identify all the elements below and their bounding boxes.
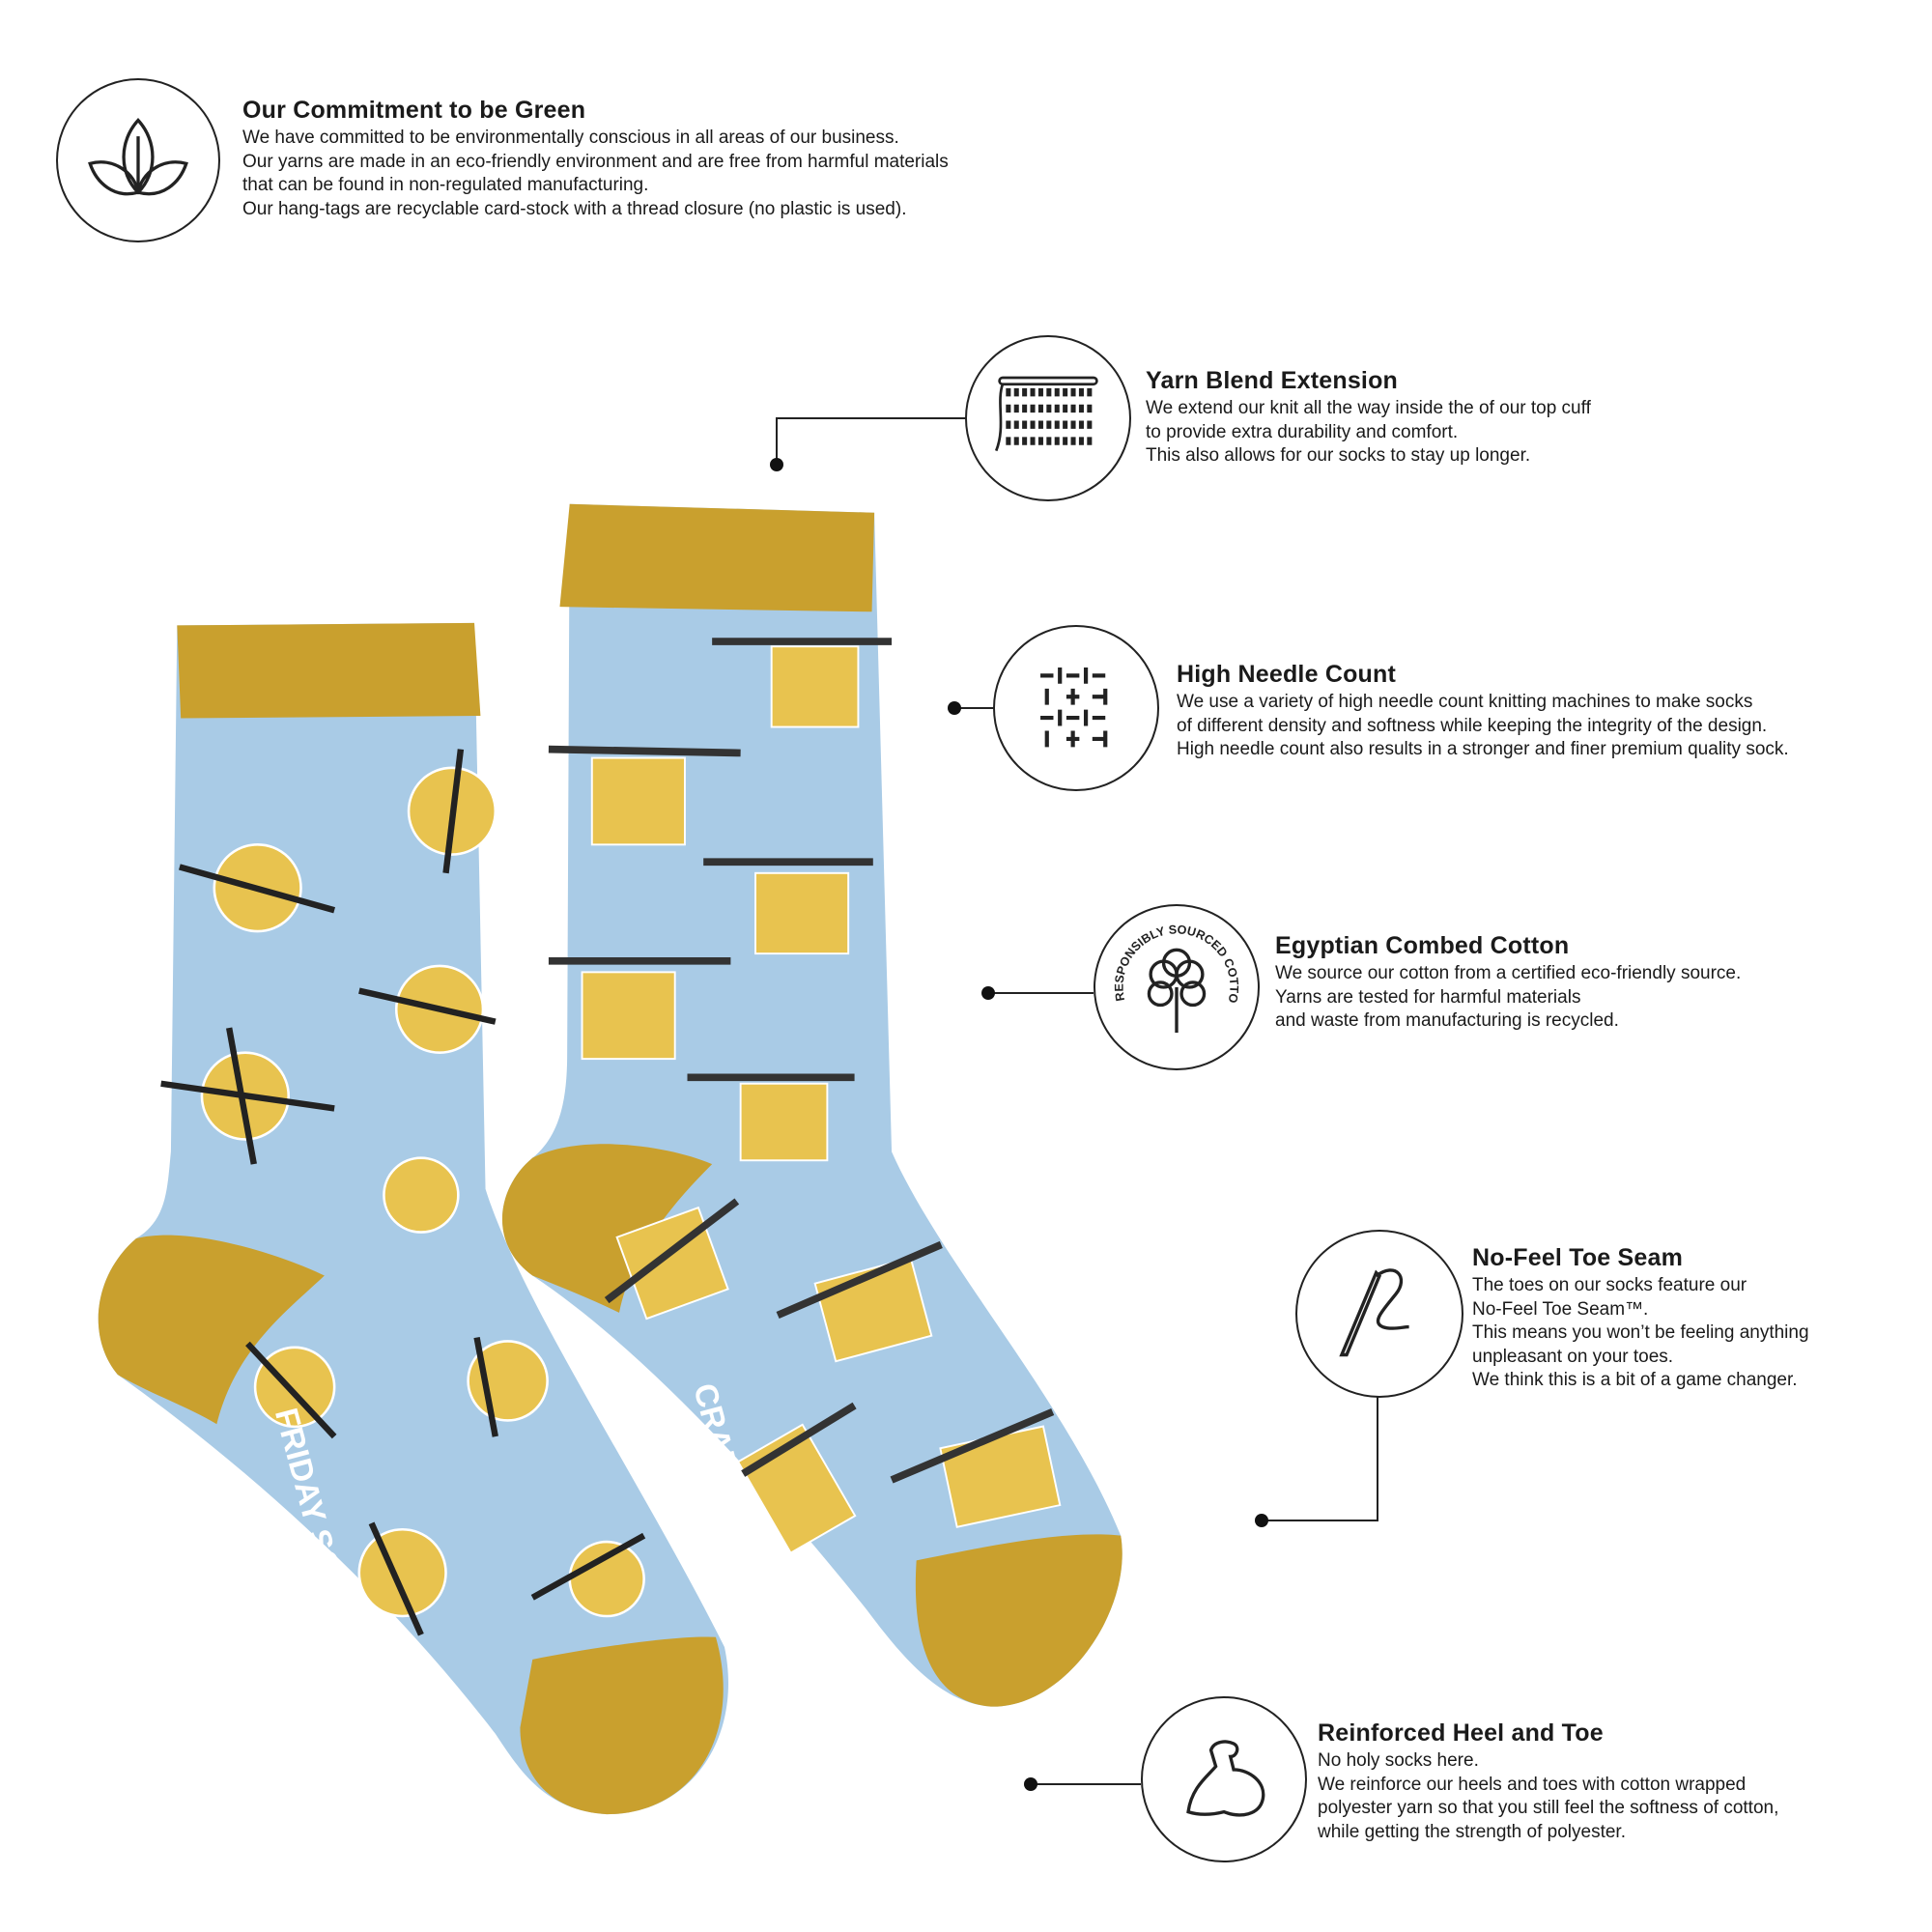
feature-line: and waste from manufacturing is recycled… bbox=[1275, 1010, 1619, 1031]
green-icon-circle bbox=[56, 78, 220, 242]
green-line: We have committed to be environmentally … bbox=[242, 128, 899, 148]
feature-title: High Needle Count bbox=[1177, 661, 1397, 688]
green-commitment: Our Commitment to be Green We have commi… bbox=[242, 97, 949, 221]
feature-line: while getting the strength of polyester. bbox=[1318, 1821, 1626, 1842]
right-sock: CRAFTED bbox=[501, 503, 1122, 1707]
feature-reinforced: Reinforced Heel and Toe No holy socks he… bbox=[1318, 1719, 1778, 1844]
connector-dots bbox=[770, 458, 1268, 1791]
connector-lines bbox=[776, 417, 1378, 1785]
green-title: Our Commitment to be Green bbox=[242, 97, 586, 124]
left-sock: FRIDAY SOCK CO. bbox=[98, 622, 728, 1815]
feature-high-needle: High Needle Count We use a variety of hi… bbox=[1177, 661, 1789, 762]
green-line: that can be found in non-regulated manuf… bbox=[242, 175, 649, 195]
feature-line: This means you won’t be feeling anything bbox=[1472, 1322, 1809, 1343]
feature-title: Reinforced Heel and Toe bbox=[1318, 1719, 1604, 1747]
feature-line: We use a variety of high needle count kn… bbox=[1177, 692, 1753, 712]
cotton-icon: RESPONSIBLY SOURCED COTTON bbox=[1095, 906, 1241, 1034]
leaves-icon bbox=[88, 118, 188, 196]
feature-line: We reinforce our heels and toes with cot… bbox=[1318, 1774, 1747, 1795]
yarn-blend-icon-circle bbox=[965, 335, 1131, 501]
feature-line: The toes on our socks feature our bbox=[1472, 1275, 1747, 1295]
feature-line: to provide extra durability and comfort. bbox=[1146, 421, 1459, 442]
sewing-needle-icon bbox=[1339, 1268, 1409, 1357]
green-line: Our yarns are made in an eco-friendly en… bbox=[242, 151, 949, 172]
toe-seam-icon-circle bbox=[1295, 1230, 1463, 1398]
feature-line: No-Feel Toe Seam™. bbox=[1472, 1298, 1649, 1320]
feature-line: No holy socks here. bbox=[1318, 1750, 1479, 1771]
feature-yarn-blend: Yarn Blend Extension We extend our knit … bbox=[1146, 367, 1591, 469]
feature-line: This also allows for our socks to stay u… bbox=[1146, 445, 1531, 466]
feature-cotton: Egyptian Combed Cotton We source our cot… bbox=[1275, 932, 1741, 1034]
feature-line: We source our cotton from a certified ec… bbox=[1275, 963, 1742, 983]
needle-grid-icon bbox=[1040, 668, 1108, 748]
feature-line: High needle count also results in a stro… bbox=[1177, 739, 1789, 759]
feature-title: Egyptian Combed Cotton bbox=[1275, 932, 1570, 959]
feature-line: We think this is a bit of a game changer… bbox=[1472, 1370, 1798, 1390]
feature-line: of different density and softness while … bbox=[1177, 715, 1768, 736]
needle-count-icon-circle bbox=[993, 625, 1159, 791]
green-line: Our hang-tags are recyclable card-stock … bbox=[242, 198, 907, 219]
knit-stitch-icon bbox=[994, 376, 1098, 452]
flexed-arm-icon bbox=[1186, 1740, 1265, 1817]
feature-line: unpleasant on your toes. bbox=[1472, 1346, 1674, 1367]
feature-title: No-Feel Toe Seam bbox=[1472, 1244, 1684, 1271]
feature-line: We extend our knit all the way inside th… bbox=[1146, 398, 1591, 418]
feature-line: polyester yarn so that you still feel th… bbox=[1318, 1798, 1779, 1818]
feature-title: Yarn Blend Extension bbox=[1146, 367, 1399, 394]
cotton-icon-circle: RESPONSIBLY SOURCED COTTON bbox=[1094, 904, 1260, 1070]
feature-line: Yarns are tested for harmful materials bbox=[1275, 986, 1581, 1008]
reinforced-icon-circle bbox=[1141, 1696, 1307, 1862]
feature-toe-seam: No-Feel Toe Seam The toes on our socks f… bbox=[1472, 1244, 1809, 1393]
